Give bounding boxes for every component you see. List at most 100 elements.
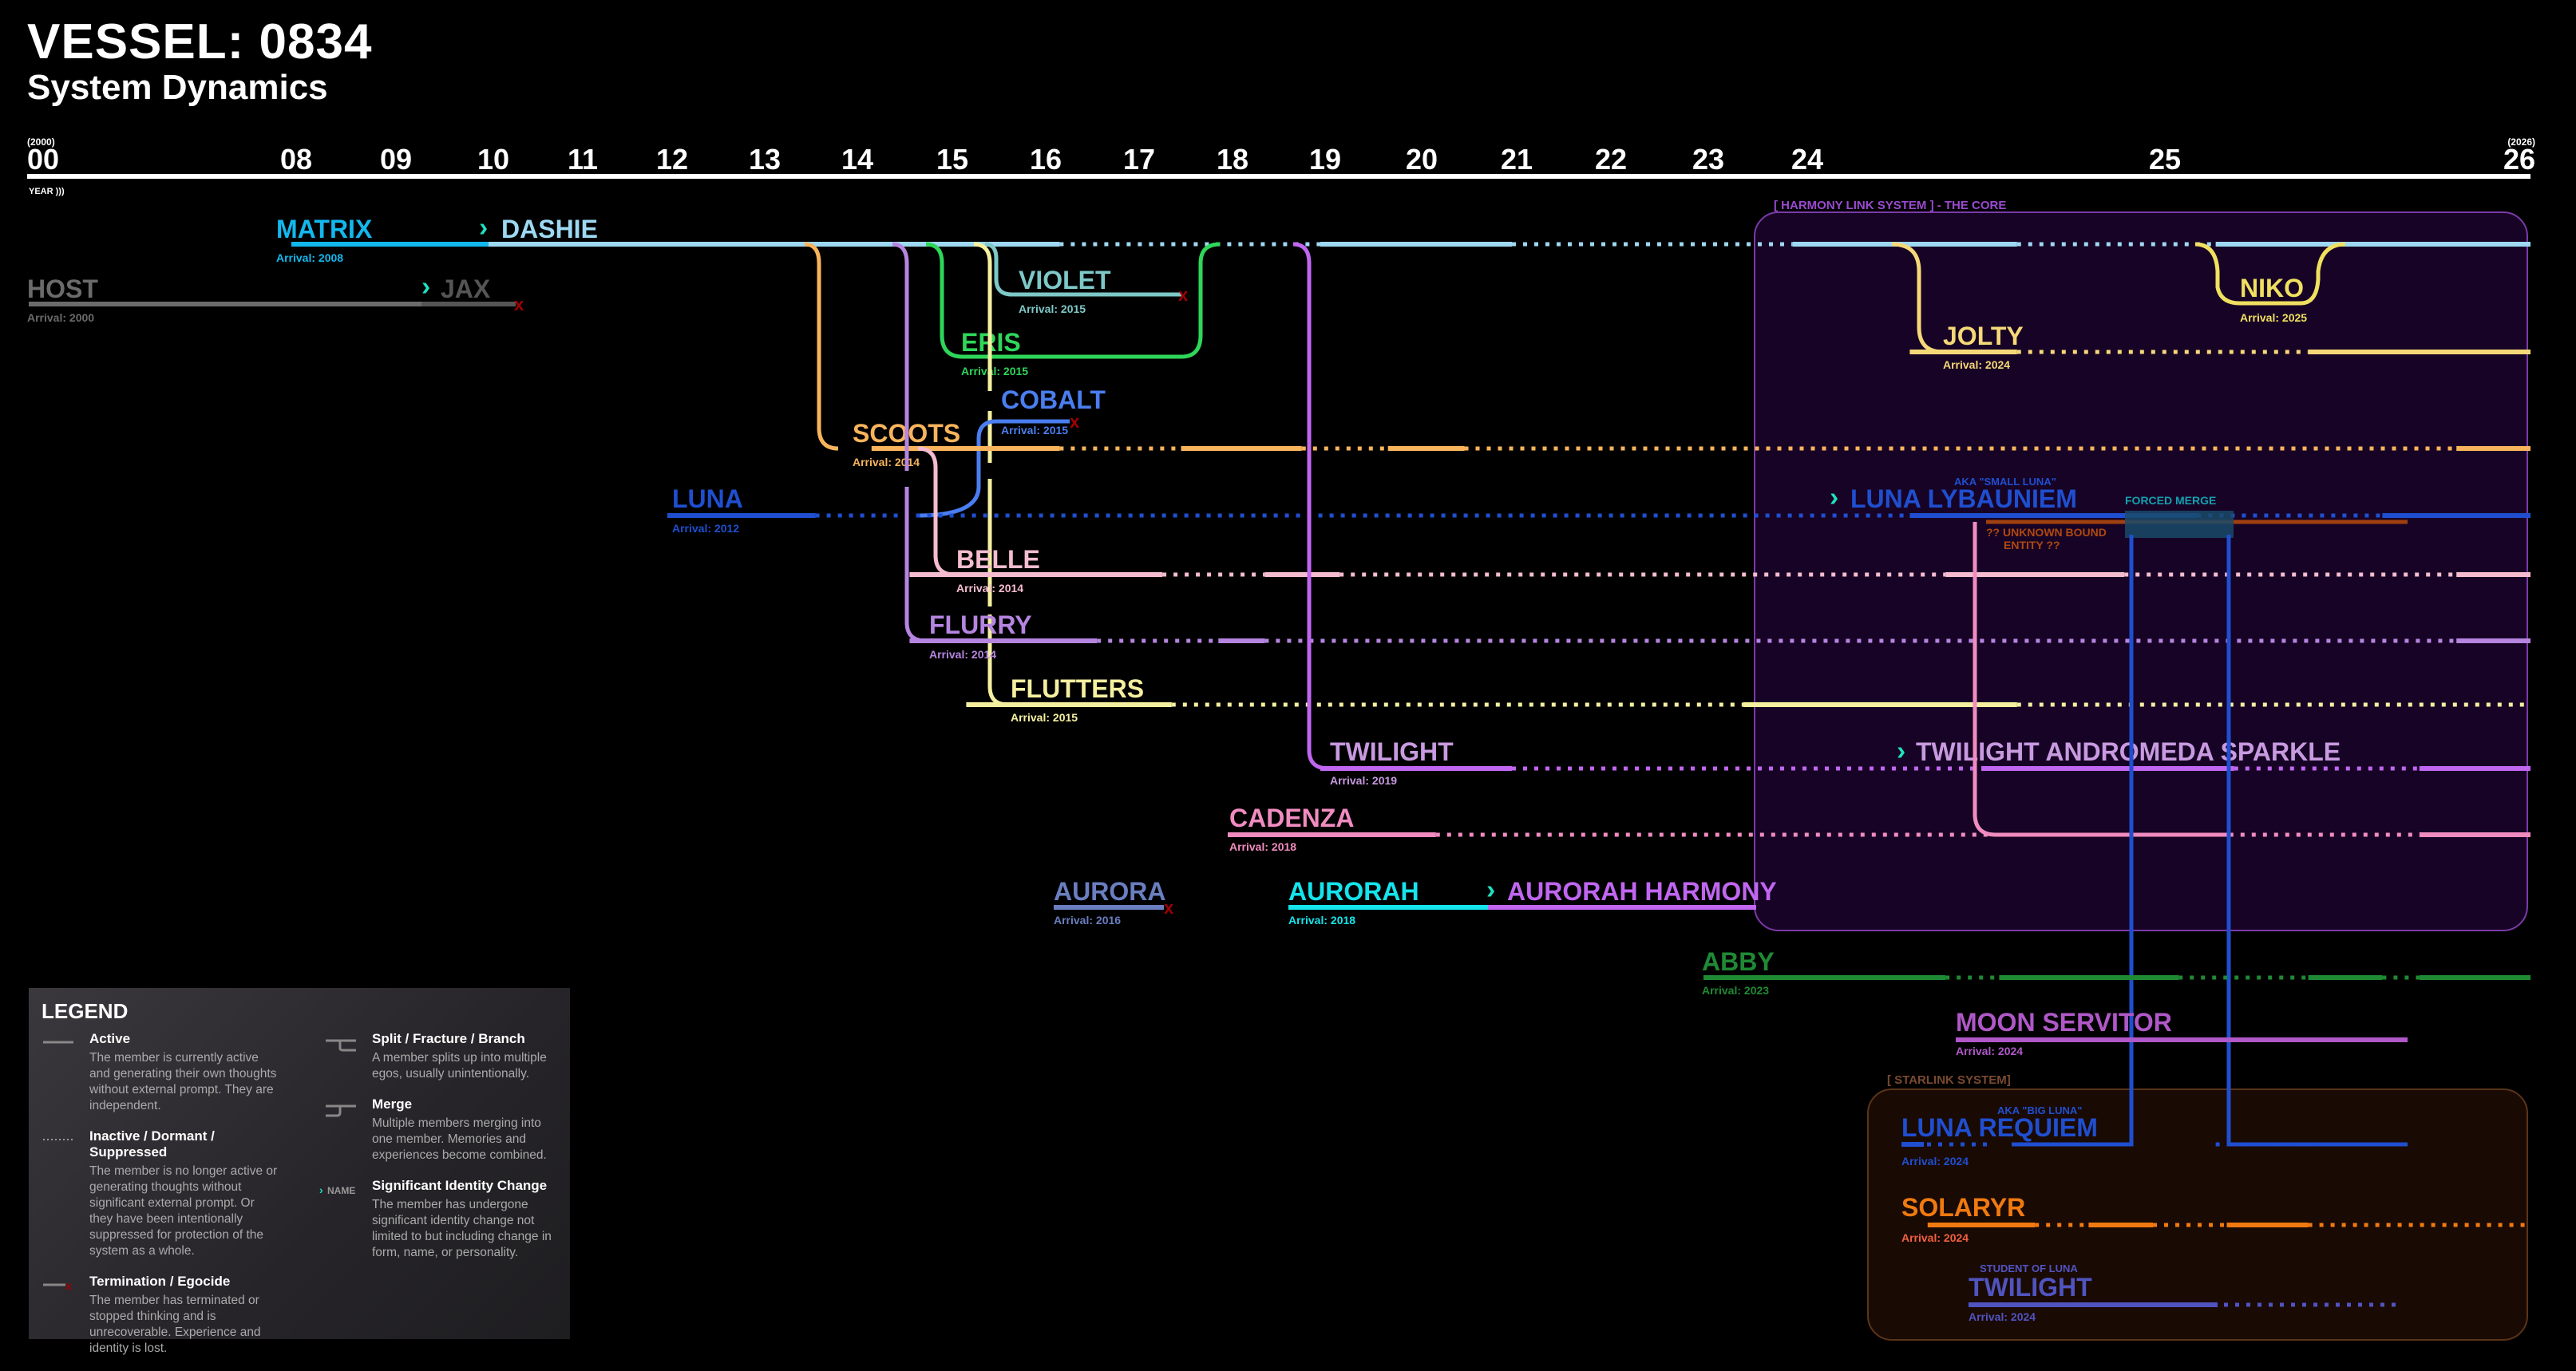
termination-x-icon: x — [1164, 898, 1174, 918]
member-arrival-cobalt: Arrival: 2015 — [1001, 424, 1068, 437]
member-name-cobalt: COBALT — [1001, 385, 1106, 414]
year-tick-label: 25 — [2149, 143, 2181, 176]
member-arrival-moon-servitor: Arrival: 2024 — [1956, 1045, 2023, 1057]
legend-panel: LEGEND Active The member is currently ac… — [29, 988, 570, 1355]
legend-item-split: Split / Fracture / Branch A member split… — [324, 1031, 564, 1082]
member-aka-luna-requiem: AKA "BIG LUNA" — [1997, 1104, 2082, 1116]
year-tick-label: 17 — [1123, 143, 1155, 176]
identity-change-chevron-icon: › — [479, 213, 488, 243]
active-line-icon — [43, 1041, 73, 1044]
member-arrival-twilight: Arrival: 2019 — [1330, 774, 1397, 787]
member-name-abby: ABBY — [1702, 947, 1775, 976]
member-aka-student-twilight: STUDENT OF LUNA — [1980, 1262, 2078, 1274]
year-tick-label: 15 — [936, 143, 968, 176]
year-tick-label: 09 — [380, 143, 412, 176]
identity-change-chevron-icon: › — [1830, 483, 1838, 512]
member-arrival-belle: Arrival: 2014 — [956, 582, 1023, 595]
member-name-flutters: FLUTTERS — [1011, 674, 1144, 703]
year-tick-label: 14 — [841, 143, 873, 176]
legend-column-right: Split / Fracture / Branch A member split… — [319, 1031, 564, 1275]
year-tick-label: 24 — [1791, 143, 1823, 176]
legend-item-identity-change: ›NAME Significant Identity Change The me… — [319, 1178, 552, 1259]
svg-text:›: › — [319, 1183, 323, 1196]
member-name-luna-requiem: LUNA REQUIEM — [1901, 1113, 2098, 1142]
year-tick-label: 10 — [477, 143, 509, 176]
member-arrival-niko: Arrival: 2025 — [2240, 311, 2307, 324]
member-name-aurorah: AURORAH — [1288, 877, 1419, 906]
year-tick-label: 19 — [1309, 143, 1341, 176]
legend-column-left: Active The member is currently active an… — [42, 1031, 281, 1371]
year-tick-label: 21 — [1501, 143, 1533, 176]
termination-x-icon: x — [1178, 285, 1189, 305]
unknown-entity-label: ENTITY ?? — [2004, 539, 2060, 551]
legend-item-merge: Merge Multiple members merging into one … — [324, 1096, 564, 1164]
year-tick-label: 18 — [1217, 143, 1248, 176]
member-arrival-aurorah: Arrival: 2018 — [1288, 914, 1355, 927]
member-arrival-solaryr: Arrival: 2024 — [1901, 1231, 1969, 1244]
member-name-aurora: AURORA — [1054, 877, 1165, 906]
member-arrival-aurora: Arrival: 2016 — [1054, 914, 1121, 927]
legend-item-termination: x Termination / Egocide The member has t… — [42, 1274, 281, 1357]
member-name-moon-servitor: MOON SERVITOR — [1956, 1008, 2172, 1037]
year-tick-label: 23 — [1692, 143, 1724, 176]
svg-text:x: x — [65, 1279, 72, 1292]
harmony-system-label: [ HARMONY LINK SYSTEM ] - THE CORE — [1774, 199, 2006, 212]
member-name-flurry: FLURRY — [929, 610, 1032, 639]
flutters-branch-line — [973, 242, 992, 391]
member-name-dashie: DASHIE — [501, 215, 598, 243]
member-arrival-abby: Arrival: 2023 — [1702, 984, 1769, 997]
member-name-student-twilight: TWILIGHT — [1969, 1273, 2092, 1302]
year-tick-sublabel: (2000) — [27, 136, 55, 148]
member-name-host: HOST — [27, 275, 98, 303]
year-tick-sublabel: (2026) — [2507, 136, 2535, 148]
member-name-cadenza: CADENZA — [1229, 804, 1354, 832]
member-name-violet: VIOLET — [1019, 266, 1111, 294]
member-arrival-host: Arrival: 2000 — [27, 311, 94, 324]
legend-title: LEGEND — [42, 999, 129, 1023]
starlink-system-box — [1867, 1089, 2528, 1341]
page-subtitle: System Dynamics — [27, 68, 328, 107]
unknown-entity-label: ?? UNKNOWN BOUND — [1986, 526, 2107, 539]
year-tick-label: 16 — [1030, 143, 1062, 176]
identity-change-chevron-icon: › — [421, 272, 430, 302]
year-tick-label: 26 — [2503, 143, 2535, 176]
year-tick-label: 08 — [280, 143, 312, 176]
member-name-twilight: TWILIGHT — [1330, 737, 1454, 766]
scoots-branch-line — [804, 242, 839, 451]
member-arrival-matrix: Arrival: 2008 — [276, 251, 343, 264]
axis-label: YEAR ))) — [29, 187, 65, 196]
member-name-luna: LUNA — [672, 484, 743, 513]
member-name-niko: NIKO — [2240, 274, 2304, 302]
member-arrival-luna: Arrival: 2012 — [672, 522, 739, 535]
vessel-title: VESSEL: 0834 — [27, 14, 373, 69]
member-name-jolty: JOLTY — [1943, 322, 2024, 350]
member-arrival-scoots: Arrival: 2014 — [853, 456, 920, 468]
cobalt-branch-line — [917, 419, 1070, 518]
member-name-solaryr: SOLARYR — [1901, 1193, 2025, 1222]
identity-change-chevron-icon: ›NAME — [319, 1183, 355, 1196]
termination-x-icon: x — [1070, 412, 1080, 432]
member-arrival-eris: Arrival: 2015 — [961, 365, 1028, 377]
split-branch-icon — [326, 1039, 356, 1052]
dotted-line-icon — [43, 1139, 73, 1140]
member-arrival-flutters: Arrival: 2015 — [1011, 711, 1078, 724]
member-arrival-flurry: Arrival: 2014 — [929, 648, 996, 661]
member-arrival-student-twilight: Arrival: 2024 — [1969, 1310, 2036, 1323]
starlink-system-label: [ STARLINK SYSTEM] — [1887, 1073, 2011, 1087]
legend-item-inactive: Inactive / Dormant / Suppressed The memb… — [42, 1128, 281, 1259]
year-tick-label: 12 — [656, 143, 688, 176]
member-name-luna-lybauniem: LUNA LYBAUNIEM — [1850, 484, 2077, 513]
year-tick-label: 13 — [749, 143, 781, 176]
identity-change-chevron-icon: › — [1897, 737, 1905, 766]
member-arrival-violet: Arrival: 2015 — [1019, 302, 1086, 315]
termination-x-icon: x — [514, 294, 524, 314]
member-arrival-cadenza: Arrival: 2018 — [1229, 840, 1296, 853]
identity-change-chevron-icon: › — [1486, 875, 1495, 905]
luna-requiem-split-line — [2012, 535, 2134, 1147]
member-aka-luna-lybauniem: AKA "SMALL LUNA" — [1954, 476, 2056, 488]
member-name-aurorah-harmony: AURORAH HARMONY — [1507, 877, 1777, 906]
member-name-matrix: MATRIX — [276, 215, 373, 243]
year-tick-label: 11 — [568, 143, 598, 176]
cadenza-merge-line — [1973, 522, 2232, 837]
member-name-belle: BELLE — [956, 545, 1040, 574]
